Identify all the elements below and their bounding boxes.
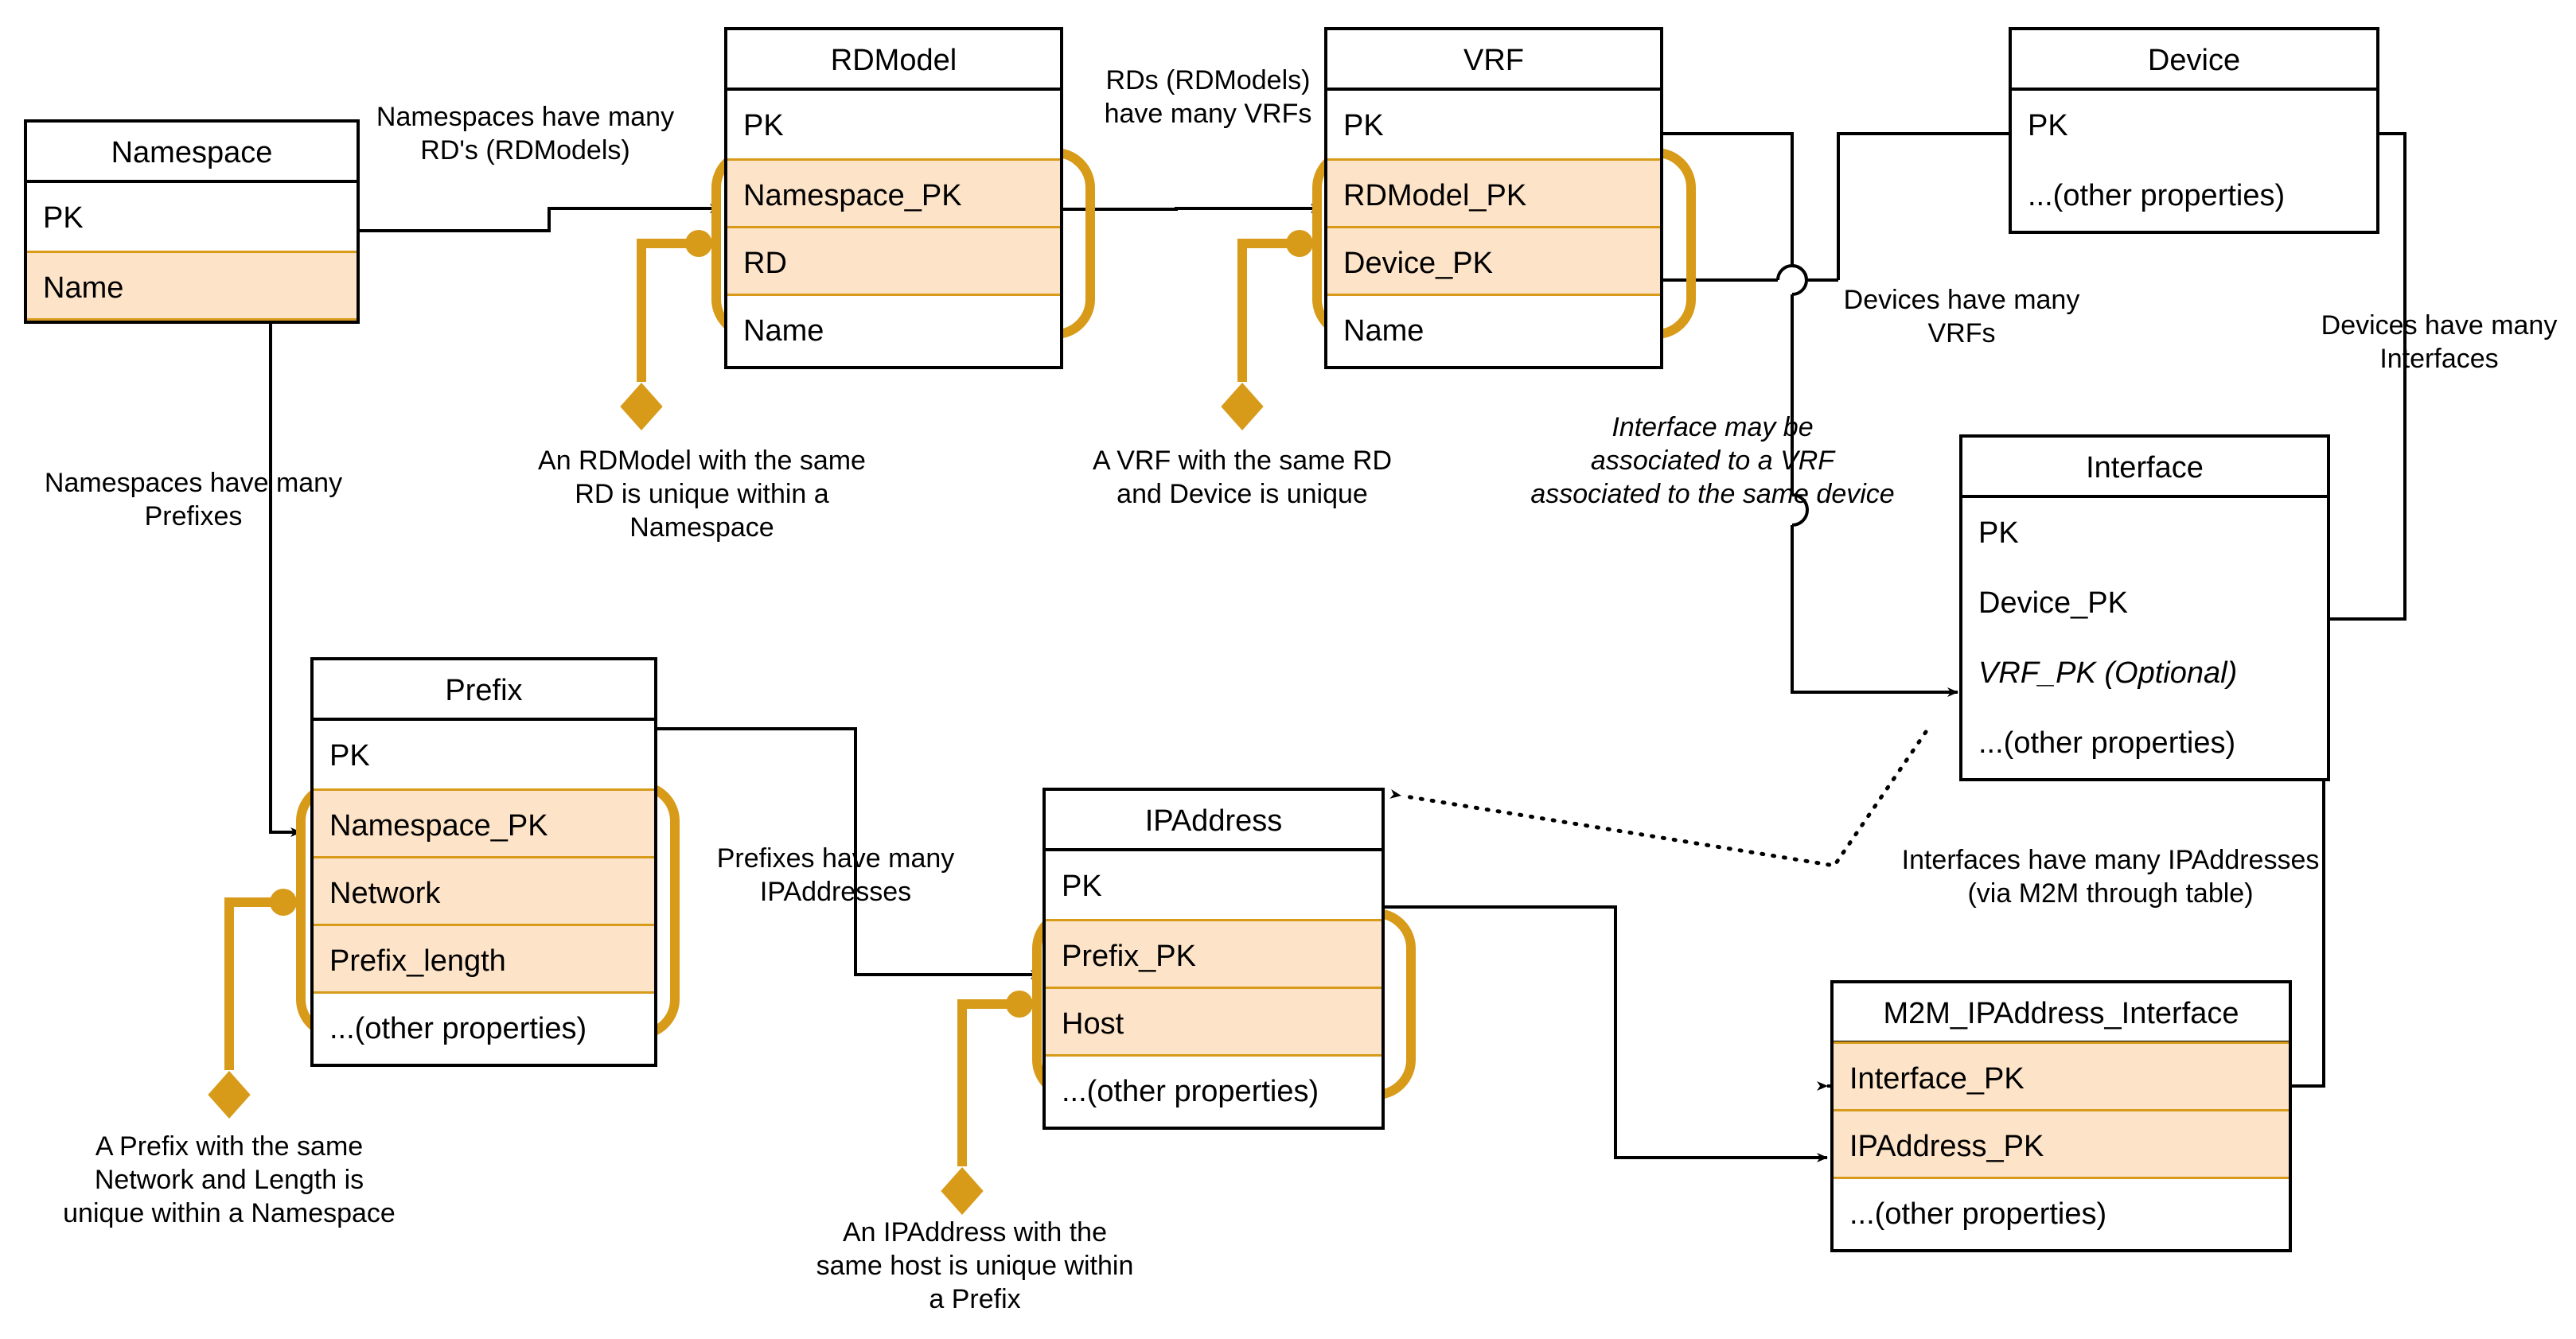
- unique-anchor-ipaddress: [1006, 991, 1033, 1018]
- unique-diamond-vrf: [1221, 382, 1264, 431]
- attr-rdmodel-pk: PK: [727, 91, 1060, 161]
- entity-ipaddress[interactable]: IPAddress PK Prefix_PK Host ...(other pr…: [1042, 788, 1385, 1130]
- unique-stem-rdmodel: [637, 239, 699, 382]
- attr-prefix-other: ...(other properties): [314, 994, 654, 1064]
- attr-interface-vrf-pk: VRF_PK (Optional): [1962, 638, 2327, 708]
- attr-vrf-rdmodel-pk: RDModel_PK: [1327, 158, 1660, 228]
- attr-device-pk: PK: [2012, 91, 2376, 161]
- note-rdmodel-unique: An RDModel with the same RD is unique wi…: [538, 446, 866, 543]
- attr-vrf-device-pk: Device_PK: [1327, 226, 1660, 296]
- unique-diamond-ipaddress: [941, 1166, 984, 1216]
- label-rdmodels-have-vrfs: RDs (RDModels) have many VRFs: [1104, 65, 1312, 129]
- attr-prefix-network: Network: [314, 856, 654, 926]
- entity-device[interactable]: Device PK ...(other properties): [2009, 27, 2379, 234]
- unique-stem-prefix: [224, 897, 283, 1070]
- attr-rdmodel-namespace-pk: Namespace_PK: [727, 158, 1060, 228]
- connector-namespace-rdmodel: [360, 204, 721, 232]
- entity-title-interface: Interface: [1962, 438, 2327, 498]
- attr-ipaddress-prefix-pk: Prefix_PK: [1046, 919, 1382, 989]
- attr-rdmodel-rd: RD: [727, 226, 1060, 296]
- attr-vrf-pk: PK: [1327, 91, 1660, 161]
- attr-prefix-namespace-pk: Namespace_PK: [314, 788, 654, 858]
- unique-anchor-vrf: [1286, 230, 1313, 257]
- entity-rdmodel[interactable]: RDModel PK Namespace_PK RD Name: [724, 27, 1063, 369]
- connector-ipaddress-m2m: [1385, 905, 1828, 1162]
- unique-anchor-prefix: [270, 889, 297, 916]
- label-namespaces-have-rdmodels: Namespaces have many RD's (RDModels): [376, 102, 675, 165]
- entity-prefix[interactable]: Prefix PK Namespace_PK Network Prefix_le…: [310, 657, 657, 1067]
- connector-line-hop-2: [1791, 264, 1808, 296]
- attr-prefix-length: Prefix_length: [314, 924, 654, 994]
- entity-title-device: Device: [2012, 30, 2376, 91]
- entity-vrf[interactable]: VRF PK RDModel_PK Device_PK Name: [1324, 27, 1663, 369]
- label-devices-have-vrfs: Devices have many VRFs: [1843, 285, 2080, 348]
- attr-ipaddress-host: Host: [1046, 987, 1382, 1057]
- attr-namespace-pk: PK: [27, 183, 357, 253]
- attr-device-other: ...(other properties): [2012, 161, 2376, 231]
- connector-interface-ipaddress-dotted: [1389, 730, 1928, 868]
- entity-namespace[interactable]: Namespace PK Name: [24, 119, 360, 324]
- attr-vrf-name: Name: [1327, 296, 1660, 366]
- attr-m2m-other: ...(other properties): [1834, 1179, 2289, 1249]
- entity-m2m-ipaddress-interface[interactable]: M2M_IPAddress_Interface Interface_PK IPA…: [1830, 980, 2292, 1252]
- entity-interface[interactable]: Interface PK Device_PK VRF_PK (Optional)…: [1959, 434, 2330, 781]
- attr-m2m-ipaddress-pk: IPAddress_PK: [1834, 1109, 2289, 1179]
- note-prefix-unique: A Prefix with the same Network and Lengt…: [63, 1131, 396, 1228]
- entity-title-rdmodel: RDModel: [727, 30, 1060, 91]
- attr-interface-device-pk: Device_PK: [1962, 568, 2327, 638]
- unique-stem-vrf: [1237, 239, 1300, 382]
- entity-title-m2m: M2M_IPAddress_Interface: [1834, 983, 2289, 1044]
- entity-title-prefix: Prefix: [314, 660, 654, 721]
- connector-vrf-interface-c: [1791, 525, 1958, 697]
- note-interface-vrf-same-device: Interface may be associated to a VRF ass…: [1530, 412, 1895, 509]
- attr-namespace-name: Name: [27, 251, 357, 321]
- connector-device-vrf-a: [1837, 132, 2012, 280]
- label-devices-have-interfaces: Devices have many Interfaces: [2321, 310, 2558, 374]
- attr-m2m-interface-pk: Interface_PK: [1834, 1041, 2289, 1111]
- entity-title-namespace: Namespace: [27, 123, 357, 183]
- unique-diamond-rdmodel: [620, 382, 663, 431]
- label-prefixes-have-ipaddresses: Prefixes have many IPAddresses: [716, 843, 955, 907]
- unique-anchor-rdmodel: [685, 230, 712, 257]
- note-ipaddress-unique: An IPAddress with the same host is uniqu…: [816, 1217, 1134, 1314]
- label-interfaces-have-ipaddresses: Interfaces have many IPAddresses (via M2…: [1901, 845, 2320, 909]
- entity-title-vrf: VRF: [1327, 30, 1660, 91]
- attr-rdmodel-name: Name: [727, 296, 1060, 366]
- entity-title-ipaddress: IPAddress: [1046, 791, 1382, 851]
- label-namespaces-have-prefixes: Namespaces have many Prefixes: [44, 468, 343, 531]
- attr-prefix-pk: PK: [314, 721, 654, 791]
- unique-stem-ipaddress: [957, 999, 1019, 1166]
- connector-rdmodel-vrf: [1063, 204, 1322, 213]
- connector-line-hop-1: [1776, 264, 1808, 281]
- attr-ipaddress-pk: PK: [1046, 851, 1382, 921]
- attr-ipaddress-other: ...(other properties): [1046, 1057, 1382, 1127]
- attr-interface-other: ...(other properties): [1962, 708, 2327, 778]
- unique-diamond-prefix: [208, 1070, 251, 1119]
- attr-interface-pk: PK: [1962, 498, 2327, 568]
- note-vrf-unique: A VRF with the same RD and Device is uni…: [1092, 446, 1392, 509]
